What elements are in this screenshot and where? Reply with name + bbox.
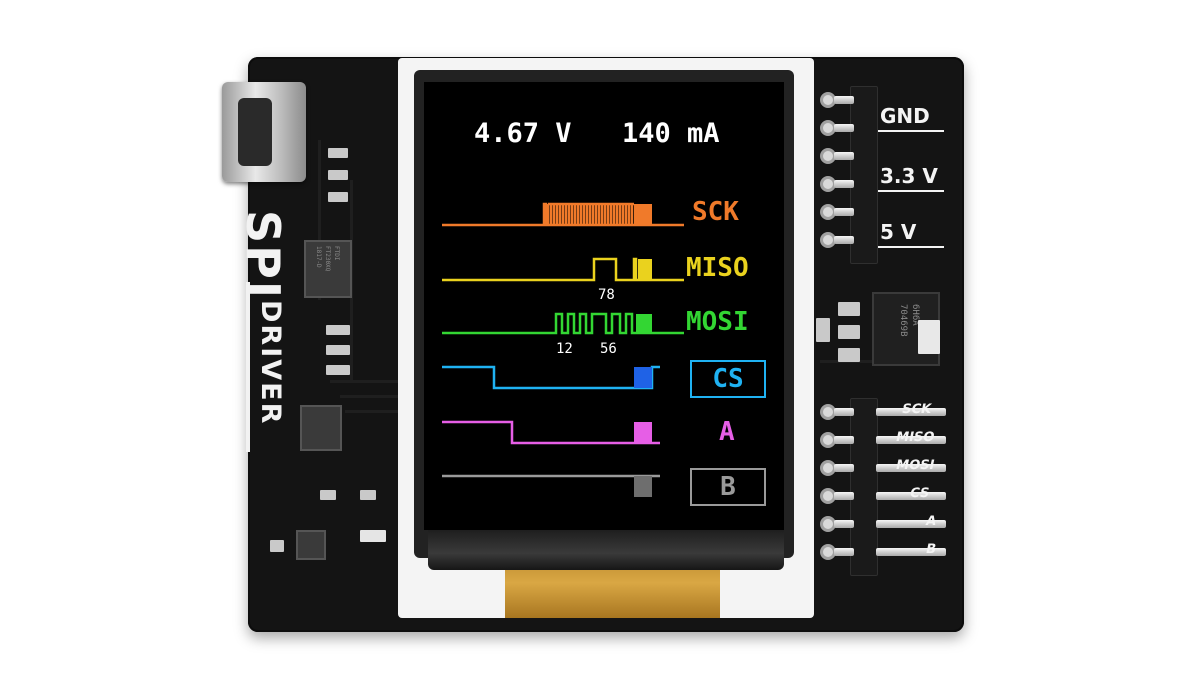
voltage-readout: 4.67 V — [474, 118, 572, 149]
smd-resistor — [328, 192, 348, 202]
usb-port-opening — [238, 98, 272, 166]
signal-label-sck: SCK — [692, 197, 739, 227]
smd-pad — [816, 318, 830, 342]
waveform-display — [442, 202, 684, 497]
smd-resistor — [328, 170, 348, 180]
signal-box-cs: CS — [690, 360, 766, 398]
header-pin[interactable] — [834, 180, 854, 188]
smd-capacitor — [918, 320, 940, 354]
header-pin-extension[interactable] — [876, 408, 946, 416]
smd-pad — [838, 348, 860, 362]
silk-divider — [878, 246, 944, 248]
pcb-trace — [318, 140, 321, 300]
mosi-waveform — [442, 312, 684, 335]
header-pin[interactable] — [834, 96, 854, 104]
header-pin[interactable] — [834, 464, 854, 472]
power-header-housing — [850, 86, 878, 264]
sck-waveform — [442, 202, 684, 227]
smd-pad — [270, 540, 284, 552]
logo-driver: DRIVER — [255, 300, 286, 426]
power-label-gnd: GND — [880, 104, 930, 128]
header-pin[interactable] — [834, 152, 854, 160]
header-pin[interactable] — [834, 520, 854, 528]
miso-activity-block — [638, 259, 652, 280]
header-pin-extension[interactable] — [876, 436, 946, 444]
header-pin[interactable] — [834, 548, 854, 556]
header-pin[interactable] — [834, 236, 854, 244]
smd-resistor — [326, 345, 350, 355]
pin-label-mosi: MOSI — [894, 458, 936, 473]
header-pin-extension[interactable] — [876, 464, 946, 472]
smd-resistor — [326, 325, 350, 335]
chip-label: 1817-D — [315, 246, 322, 268]
a-waveform — [442, 420, 660, 445]
signal-label-mosi: MOSI — [686, 307, 749, 337]
signal-label-a: A — [719, 417, 735, 447]
logo-spi: SPI — [236, 210, 290, 300]
power-label-3v3: 3.3 V — [880, 164, 938, 188]
signal-label-miso: MISO — [686, 253, 749, 283]
chip-label: FT230XQ — [324, 246, 331, 272]
header-pin[interactable] — [834, 408, 854, 416]
smd-pad — [838, 325, 860, 339]
header-pin-extension[interactable] — [876, 520, 946, 528]
smd-capacitor — [360, 490, 376, 500]
reg-label: 70469B — [898, 304, 908, 337]
pin-label-miso: MISO — [894, 430, 936, 445]
signal-box-b: B — [690, 468, 766, 506]
power-label-5v: 5 V — [880, 220, 917, 244]
logo-underline — [246, 282, 250, 452]
a-activity-block — [634, 422, 652, 443]
ftdi-chip — [304, 240, 352, 298]
signal-header-housing — [850, 398, 878, 576]
header-pin[interactable] — [834, 124, 854, 132]
pin-label-cs: CS — [908, 486, 931, 501]
mosi-byte-label-2: 56 — [600, 341, 617, 357]
logic-chip — [300, 405, 342, 451]
lcd-screen — [424, 82, 784, 530]
silk-divider — [878, 190, 944, 192]
smd-resistor — [360, 530, 386, 542]
header-pin-extension[interactable] — [876, 492, 946, 500]
pcb-trace — [345, 410, 400, 413]
silk-divider — [878, 130, 944, 132]
smd-resistor — [326, 365, 350, 375]
pcb-trace — [330, 380, 400, 383]
chip-label: FTDI — [333, 246, 340, 261]
cs-activity-block — [634, 367, 652, 388]
display-bottom-edge — [428, 528, 784, 570]
miso-byte-label: 78 — [598, 287, 615, 303]
current-readout: 140 mA — [622, 118, 720, 149]
mosi-activity-block — [636, 314, 652, 333]
smd-resistor — [328, 148, 348, 158]
sck-activity-block — [634, 204, 652, 225]
header-pin[interactable] — [834, 208, 854, 216]
header-pin[interactable] — [834, 436, 854, 444]
smd-pad — [838, 302, 860, 316]
pcb-trace — [340, 395, 400, 398]
signal-label-cs: CS — [712, 364, 744, 394]
signal-label-b: B — [720, 472, 736, 502]
sot-transistor — [296, 530, 326, 560]
mosi-byte-label-1: 12 — [556, 341, 573, 357]
b-activity-block — [634, 476, 652, 497]
header-pin[interactable] — [834, 492, 854, 500]
smd-capacitor — [320, 490, 336, 500]
pin-label-sck: SCK — [900, 402, 933, 417]
cs-waveform — [442, 365, 660, 390]
miso-waveform — [442, 257, 684, 282]
header-pin-extension[interactable] — [876, 548, 946, 556]
